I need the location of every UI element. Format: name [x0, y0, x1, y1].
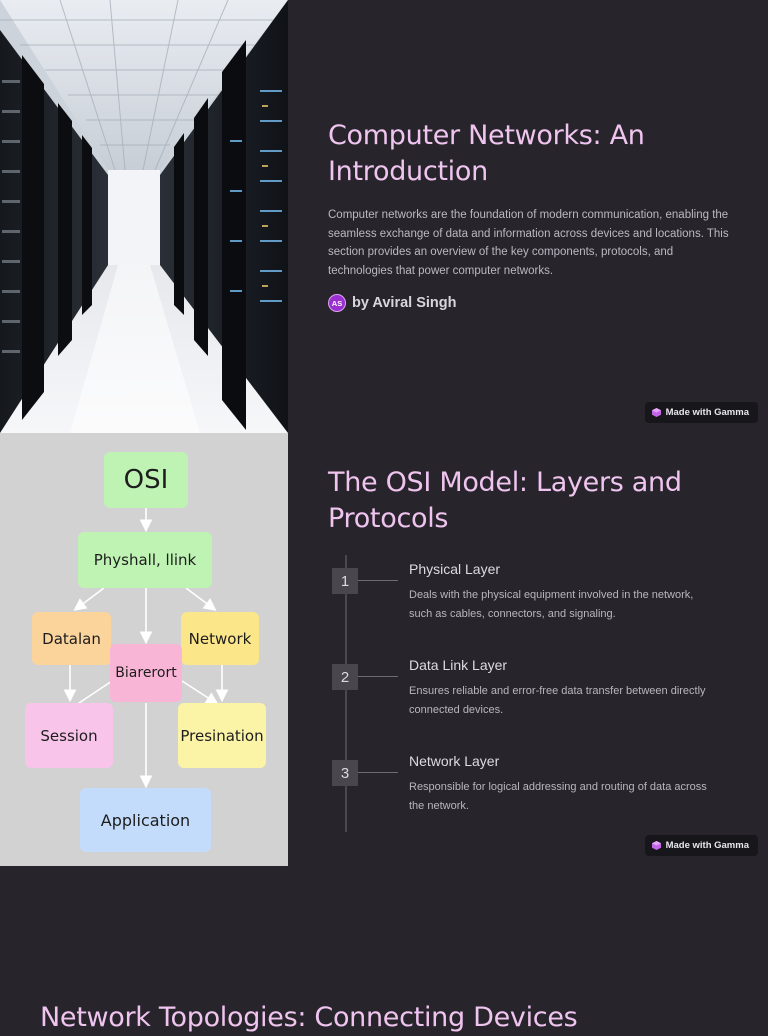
made-with-gamma-badge[interactable]: Made with Gamma	[644, 402, 758, 423]
osi-box-presination: Presination	[178, 703, 266, 768]
osi-diagram-image: OSI Physhall, llink Datalan Network Biar…	[0, 433, 288, 866]
made-with-gamma-badge[interactable]: Made with Gamma	[644, 835, 758, 856]
osi-box-network: Network	[181, 612, 259, 665]
step-connector	[358, 772, 398, 773]
step-description: Responsible for logical addressing and r…	[409, 781, 707, 812]
step-title: Network Layer	[409, 753, 500, 769]
osi-box-application: Application	[80, 788, 211, 852]
osi-box-physical-link: Physhall, llink	[78, 532, 212, 588]
slide-title: Network Topologies: Connecting Devices	[40, 1002, 578, 1033]
server-room-image	[0, 0, 288, 433]
slide-intro: Computer Networks: An Introduction Compu…	[0, 0, 768, 433]
step-connector	[358, 580, 398, 581]
slide-osi-model: OSI Physhall, llink Datalan Network Biar…	[0, 433, 768, 866]
slide-title: The OSI Model: Layers and Protocols	[328, 467, 682, 534]
osi-box-datalan: Datalan	[32, 612, 111, 665]
intro-paragraph: Computer networks are the foundation of …	[328, 209, 729, 277]
step-title: Data Link Layer	[409, 657, 508, 673]
osi-box-center: Biarerort	[110, 644, 182, 702]
step-number: 3	[332, 760, 358, 786]
gamma-logo-icon	[651, 408, 661, 417]
badge-label: Made with Gamma	[665, 407, 749, 418]
step-title: Physical Layer	[409, 561, 501, 577]
badge-label: Made with Gamma	[665, 840, 749, 851]
step-description: Deals with the physical equipment involv…	[409, 589, 694, 620]
step-description: Ensures reliable and error-free data tra…	[409, 685, 706, 716]
slide-title: Computer Networks: An Introduction	[328, 120, 645, 187]
gamma-logo-icon	[651, 841, 661, 850]
author-name: by Aviral Singh	[352, 295, 457, 311]
osi-box-top: OSI	[104, 452, 188, 508]
step-number: 1	[332, 568, 358, 594]
step-connector	[358, 676, 398, 677]
author-line: AS by Aviral Singh	[328, 294, 456, 312]
avatar: AS	[328, 294, 346, 312]
timeline-line	[345, 555, 347, 832]
slide-topologies: Network Topologies: Connecting Devices	[0, 866, 768, 1033]
osi-box-session: Session	[25, 703, 113, 768]
step-number: 2	[332, 664, 358, 690]
